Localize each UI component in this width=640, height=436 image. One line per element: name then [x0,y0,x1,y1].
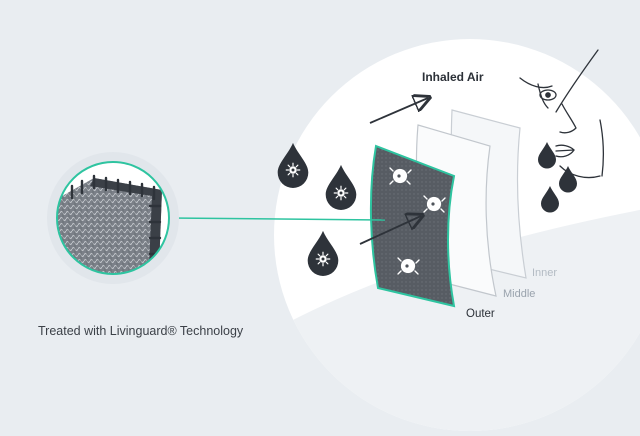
airflow-arrow-through [359,216,421,245]
outer-layer-label: Outer [466,308,495,320]
zoom-connector-line [168,217,386,221]
virus-icon [315,251,331,267]
floor-shading [274,205,640,431]
zoom-circle-ring [56,161,170,275]
face-illustration [519,49,604,179]
virus-icon [333,185,349,201]
inhaled-air-label: Inhaled Air [422,70,484,84]
airflow-arrow-top [369,98,428,124]
virus-icon [285,162,301,178]
inner-layer-label: Inner [532,267,558,279]
middle-layer-label: Middle [503,288,536,300]
technology-caption: Treated with Livinguard® Technology [38,324,244,338]
